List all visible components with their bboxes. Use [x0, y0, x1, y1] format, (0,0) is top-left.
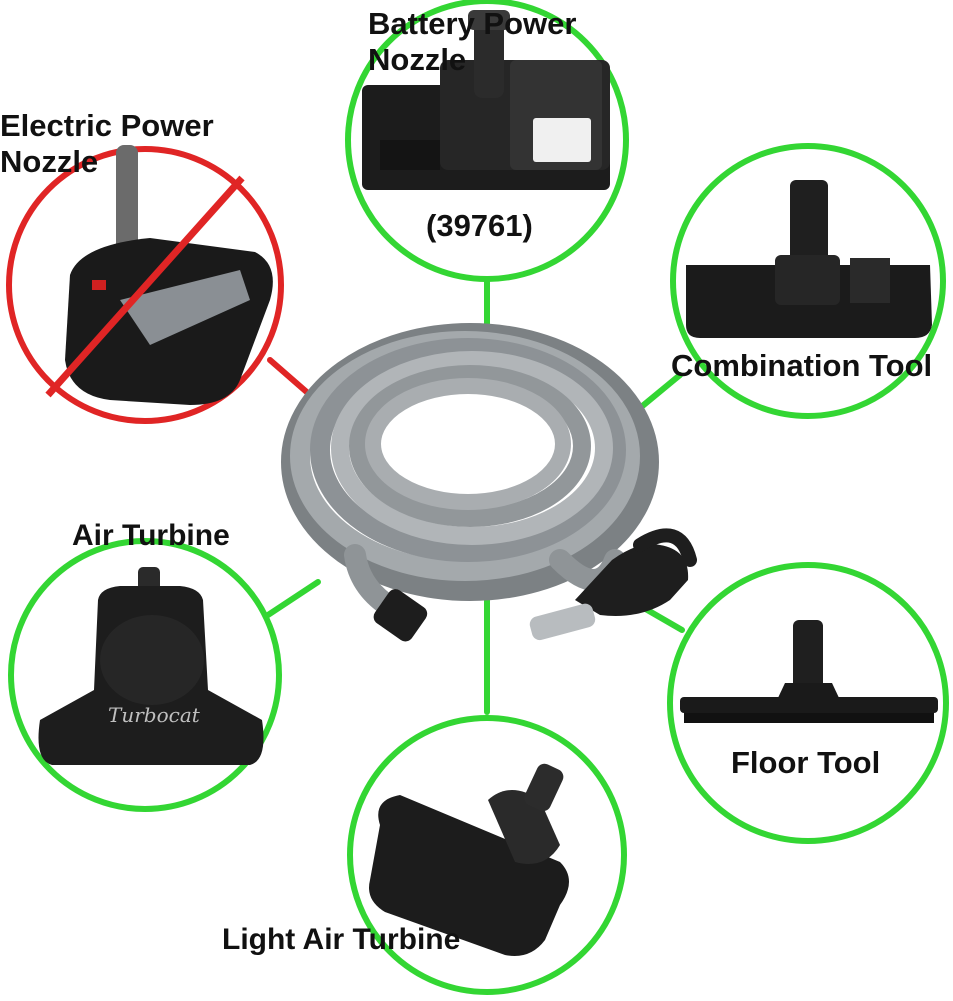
floor-tool-icon	[680, 620, 938, 723]
battery-power-nozzle-label: Battery Power Nozzle	[368, 6, 577, 77]
prohibited-slash	[45, 175, 245, 398]
light-air-turbine-label: Light Air Turbine	[222, 923, 461, 956]
battery-power-nozzle-model: (39761)	[426, 208, 533, 243]
electric-power-nozzle-icon	[65, 145, 273, 405]
vacuum-hose-icon	[281, 323, 697, 642]
air-turbine-label: Air Turbine	[72, 519, 230, 552]
connector-combination	[637, 372, 683, 411]
electric-power-nozzle-label: Electric Power Nozzle	[0, 108, 214, 179]
air-turbine-icon: Turbocat	[38, 567, 264, 765]
turbocat-brand-mark: Turbocat	[108, 703, 201, 727]
combination-tool-icon	[686, 180, 932, 338]
floor-tool-label: Floor Tool	[731, 745, 881, 780]
battery-power-nozzle-icon	[362, 10, 610, 190]
connector-air	[265, 579, 321, 618]
combination-tool-label: Combination Tool	[671, 348, 933, 383]
light-air-turbine-icon	[369, 763, 569, 956]
